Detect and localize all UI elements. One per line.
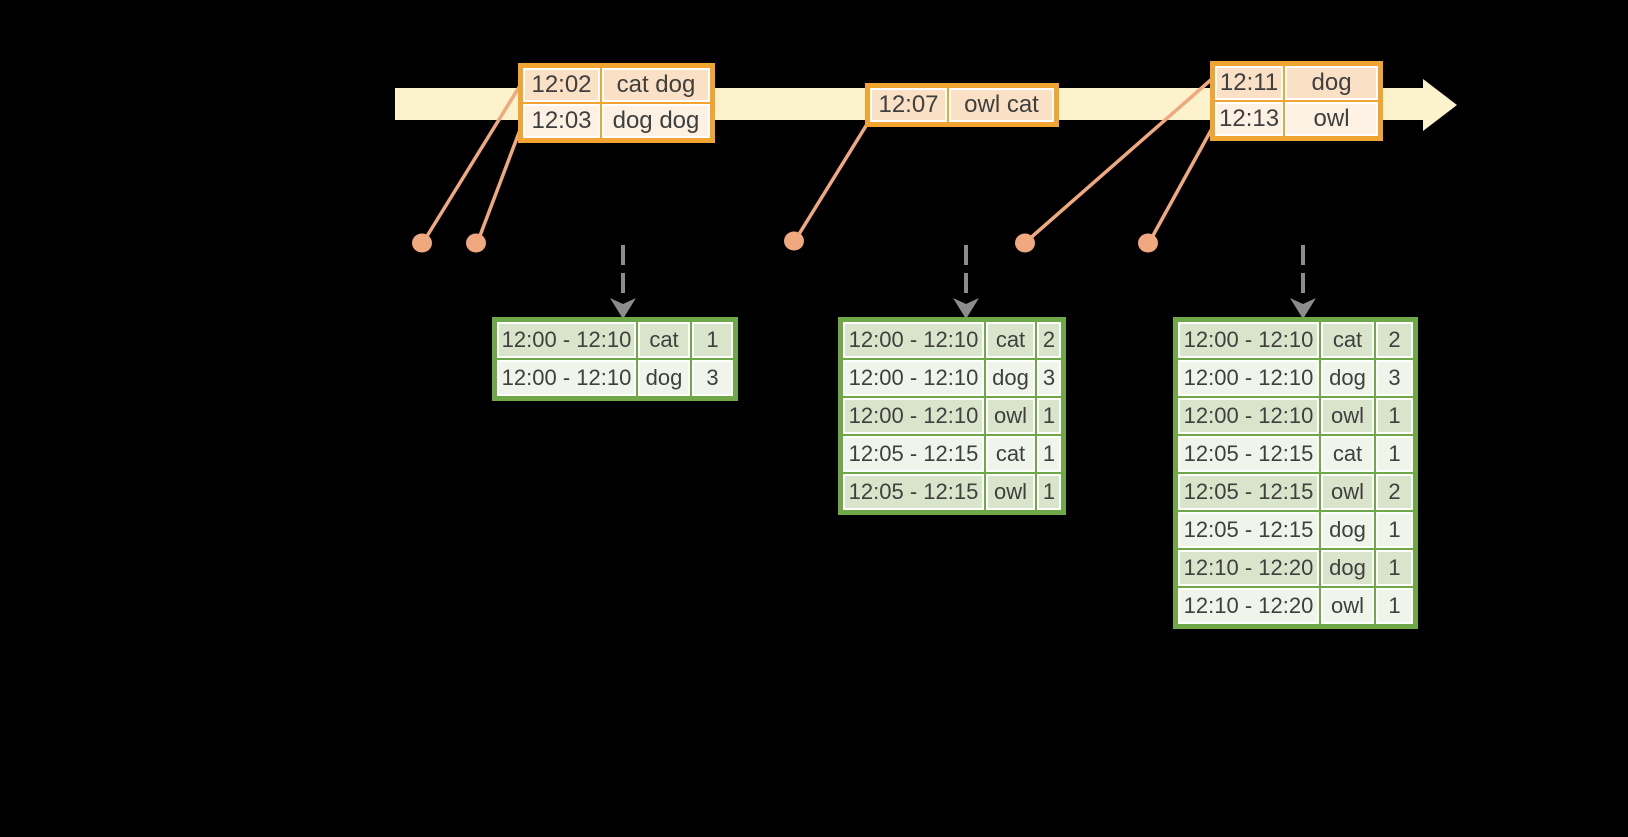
- event-table-2: 12:07 owl cat: [865, 83, 1059, 127]
- event-table-1: 12:02 cat dog 12:03 dog dog: [518, 63, 715, 143]
- result-window-cell: 12:05 - 12:15: [1178, 512, 1319, 548]
- connector-line-2: [476, 120, 525, 243]
- result-word-cell: owl: [986, 474, 1035, 510]
- result-word-cell: dog: [1321, 550, 1374, 586]
- result-count-cell: 2: [1376, 474, 1413, 510]
- event-dot-1: [412, 233, 432, 253]
- result-word-cell: dog: [1321, 512, 1374, 548]
- result-window-cell: 12:05 - 12:15: [1178, 436, 1319, 472]
- event-words-cell: cat dog: [602, 68, 710, 102]
- event-dot-4: [1015, 233, 1035, 253]
- event-dot-5: [1138, 233, 1158, 253]
- result-count-cell: 1: [1376, 436, 1413, 472]
- timeline-arrowhead-icon: [1423, 79, 1457, 131]
- result-window-cell: 12:00 - 12:10: [1178, 360, 1319, 396]
- table-row: 12:05 - 12:15 owl 1: [843, 474, 1061, 510]
- result-count-cell: 2: [1037, 322, 1061, 358]
- result-word-cell: owl: [1321, 474, 1374, 510]
- table-row: 12:02 cat dog: [523, 68, 710, 102]
- result-count-cell: 1: [1037, 436, 1061, 472]
- event-time-cell: 12:02: [523, 68, 600, 102]
- result-word-cell: owl: [986, 398, 1035, 434]
- result-word-cell: owl: [1321, 398, 1374, 434]
- event-time-cell: 12:11: [1215, 66, 1284, 100]
- table-row: 12:10 - 12:20 dog 1: [1178, 550, 1413, 586]
- result-count-cell: 1: [1376, 398, 1413, 434]
- table-row: 12:00 - 12:10 cat 1: [497, 322, 733, 358]
- table-row: 12:03 dog dog: [523, 104, 710, 138]
- result-window-cell: 12:00 - 12:10: [497, 322, 636, 358]
- table-row: 12:00 - 12:10 dog 3: [843, 360, 1061, 396]
- result-count-cell: 3: [1376, 360, 1413, 396]
- event-table-3: 12:11 dog 12:13 owl: [1210, 61, 1384, 141]
- connector-line-3: [794, 119, 871, 241]
- connector-line-4: [1025, 76, 1215, 243]
- result-window-cell: 12:10 - 12:20: [1178, 588, 1319, 624]
- result-count-cell: 1: [1376, 550, 1413, 586]
- result-word-cell: cat: [638, 322, 690, 358]
- table-row: 12:11 dog: [1215, 66, 1379, 100]
- event-words-cell: owl: [1285, 102, 1379, 136]
- table-row: 12:05 - 12:15 owl 2: [1178, 474, 1413, 510]
- result-word-cell: cat: [1321, 322, 1374, 358]
- result-window-cell: 12:10 - 12:20: [1178, 550, 1319, 586]
- result-word-cell: cat: [986, 436, 1035, 472]
- result-window-cell: 12:05 - 12:15: [843, 474, 984, 510]
- table-row: 12:00 - 12:10 owl 1: [843, 398, 1061, 434]
- event-words-cell: dog dog: [602, 104, 710, 138]
- table-row: 12:00 - 12:10 cat 2: [1178, 322, 1413, 358]
- result-window-cell: 12:00 - 12:10: [843, 398, 984, 434]
- result-count-cell: 3: [1037, 360, 1061, 396]
- table-row: 12:05 - 12:15 cat 1: [1178, 436, 1413, 472]
- result-count-cell: 1: [1037, 474, 1061, 510]
- result-window-cell: 12:05 - 12:15: [1178, 474, 1319, 510]
- result-table-3: 12:00 - 12:10 cat 2 12:00 - 12:10 dog 3 …: [1173, 317, 1418, 629]
- connector-line-1: [422, 82, 523, 243]
- table-row: 12:05 - 12:15 cat 1: [843, 436, 1061, 472]
- result-window-cell: 12:00 - 12:10: [843, 360, 984, 396]
- table-row: 12:10 - 12:20 owl 1: [1178, 588, 1413, 624]
- result-word-cell: dog: [638, 360, 690, 396]
- result-count-cell: 1: [692, 322, 733, 358]
- event-dot-3: [784, 231, 804, 251]
- result-window-cell: 12:00 - 12:10: [1178, 398, 1319, 434]
- trigger-arrowhead-icon-1: [610, 298, 636, 319]
- table-row: 12:00 - 12:10 dog 3: [497, 360, 733, 396]
- table-row: 12:00 - 12:10 owl 1: [1178, 398, 1413, 434]
- result-word-cell: owl: [1321, 588, 1374, 624]
- result-count-cell: 2: [1376, 322, 1413, 358]
- result-word-cell: dog: [1321, 360, 1374, 396]
- table-row: 12:00 - 12:10 dog 3: [1178, 360, 1413, 396]
- result-word-cell: cat: [986, 322, 1035, 358]
- event-words-cell: dog: [1285, 66, 1379, 100]
- result-table-2: 12:00 - 12:10 cat 2 12:00 - 12:10 dog 3 …: [838, 317, 1066, 515]
- result-word-cell: cat: [1321, 436, 1374, 472]
- result-window-cell: 12:00 - 12:10: [497, 360, 636, 396]
- connector-line-5: [1148, 121, 1217, 243]
- result-count-cell: 1: [1037, 398, 1061, 434]
- table-row: 12:13 owl: [1215, 102, 1379, 136]
- result-count-cell: 3: [692, 360, 733, 396]
- event-time-cell: 12:13: [1215, 102, 1284, 136]
- result-count-cell: 1: [1376, 588, 1413, 624]
- result-table-1: 12:00 - 12:10 cat 1 12:00 - 12:10 dog 3: [492, 317, 738, 401]
- table-row: 12:05 - 12:15 dog 1: [1178, 512, 1413, 548]
- result-window-cell: 12:05 - 12:15: [843, 436, 984, 472]
- table-row: 12:07 owl cat: [870, 88, 1054, 122]
- event-time-cell: 12:07: [870, 88, 947, 122]
- result-window-cell: 12:00 - 12:10: [843, 322, 984, 358]
- result-window-cell: 12:00 - 12:10: [1178, 322, 1319, 358]
- trigger-arrowhead-icon-2: [953, 298, 979, 319]
- result-word-cell: dog: [986, 360, 1035, 396]
- table-row: 12:00 - 12:10 cat 2: [843, 322, 1061, 358]
- event-words-cell: owl cat: [949, 88, 1054, 122]
- trigger-arrowhead-icon-3: [1290, 298, 1316, 319]
- result-count-cell: 1: [1376, 512, 1413, 548]
- event-dot-2: [466, 233, 486, 253]
- event-time-cell: 12:03: [523, 104, 600, 138]
